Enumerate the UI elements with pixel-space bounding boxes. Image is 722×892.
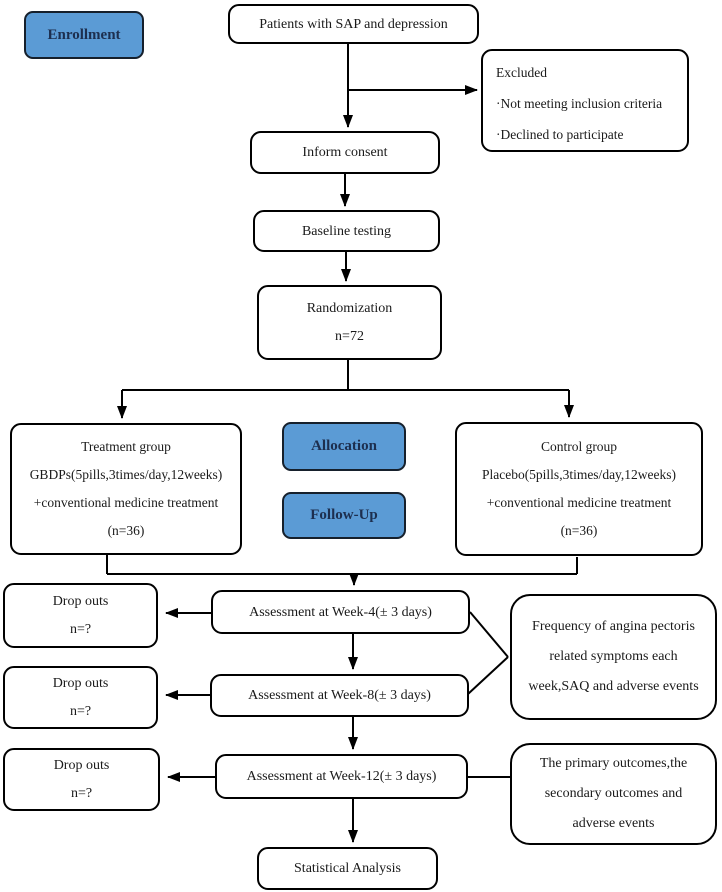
node-baseline-testing: Baseline testing: [253, 210, 440, 252]
badge-enrollment: Enrollment: [24, 11, 144, 59]
node-primary-line-1: The primary outcomes,the: [539, 756, 688, 771]
node-inform-consent: Inform consent: [250, 131, 440, 174]
badge-enrollment-label: Enrollment: [47, 26, 121, 43]
node-treatment-drug: GBDPs(5pills,3times/day,12weeks): [29, 467, 223, 482]
node-control-group: Control group Placebo(5pills,3times/day,…: [455, 422, 703, 556]
node-randomization: Randomization n=72: [257, 285, 442, 360]
line-groups-merge: [106, 555, 578, 575]
badge-allocation: Allocation: [282, 422, 406, 471]
node-primary-line-2: secondary outcomes and: [544, 786, 683, 801]
line-randomization-split: [122, 360, 569, 391]
node-dropouts-week4-text: Drop outs: [52, 593, 109, 609]
node-assessment-week8: Assessment at Week-8(± 3 days): [210, 674, 469, 717]
badge-follow-up-label: Follow-Up: [310, 507, 378, 523]
node-statistical-analysis: Statistical Analysis: [257, 847, 438, 890]
node-frequency-line-3: week,SAQ and adverse events: [528, 679, 699, 694]
node-patients: Patients with SAP and depression: [228, 4, 479, 44]
node-patients-text: Patients with SAP and depression: [259, 16, 448, 32]
node-inform-consent-text: Inform consent: [302, 145, 388, 160]
badge-follow-up: Follow-Up: [282, 492, 406, 539]
node-excluded-title: Excluded: [496, 65, 547, 80]
node-randomization-text: Randomization: [306, 300, 393, 316]
node-baseline-testing-text: Baseline testing: [301, 223, 392, 239]
node-treatment-n: (n=36): [107, 523, 145, 538]
node-dropouts-week12-n: n=?: [70, 785, 93, 801]
node-frequency-outcomes: Frequency of angina pectoris related sym…: [510, 594, 717, 720]
node-excluded-reason-1: ·Not meeting inclusion criteria: [496, 96, 663, 111]
node-control-title: Control group: [540, 439, 618, 454]
node-dropouts-week4: Drop outs n=?: [3, 583, 158, 648]
node-control-drug: Placebo(5pills,3times/day,12weeks): [481, 467, 677, 482]
node-dropouts-week4-n: n=?: [69, 621, 92, 637]
node-primary-line-3: adverse events: [572, 816, 655, 831]
node-randomization-n: n=72: [335, 328, 364, 344]
node-excluded-reason-2: ·Declined to participate: [496, 127, 624, 142]
node-dropouts-week12-text: Drop outs: [53, 757, 110, 773]
node-dropouts-week8-text: Drop outs: [52, 675, 109, 691]
node-assessment-week12: Assessment at Week-12(± 3 days): [215, 754, 468, 799]
node-excluded: Excluded ·Not meeting inclusion criteria…: [481, 49, 689, 152]
node-dropouts-week8: Drop outs n=?: [3, 666, 158, 729]
node-assessment-week4-text: Assessment at Week-4(± 3 days): [249, 604, 432, 620]
line-week4-to-frequency: [469, 611, 509, 658]
node-treatment-title: Treatment group: [81, 439, 171, 454]
node-treatment-conventional: +conventional medicine treatment: [33, 495, 219, 510]
node-primary-outcomes: The primary outcomes,the secondary outco…: [510, 743, 717, 845]
line-week8-to-frequency: [467, 656, 509, 695]
node-treatment-group: Treatment group GBDPs(5pills,3times/day,…: [10, 423, 242, 555]
node-dropouts-week12: Drop outs n=?: [3, 748, 160, 811]
node-dropouts-week8-n: n=?: [69, 703, 92, 719]
node-frequency-line-2: related symptoms each: [549, 649, 678, 664]
node-frequency-line-1: Frequency of angina pectoris: [532, 619, 695, 634]
node-assessment-week8-text: Assessment at Week-8(± 3 days): [248, 688, 431, 703]
node-control-n: (n=36): [560, 523, 598, 538]
node-assessment-week12-text: Assessment at Week-12(± 3 days): [246, 769, 437, 784]
badge-allocation-label: Allocation: [311, 438, 377, 454]
node-statistical-analysis-text: Statistical Analysis: [294, 861, 401, 876]
node-control-conventional: +conventional medicine treatment: [486, 495, 672, 510]
node-assessment-week4: Assessment at Week-4(± 3 days): [211, 590, 470, 634]
